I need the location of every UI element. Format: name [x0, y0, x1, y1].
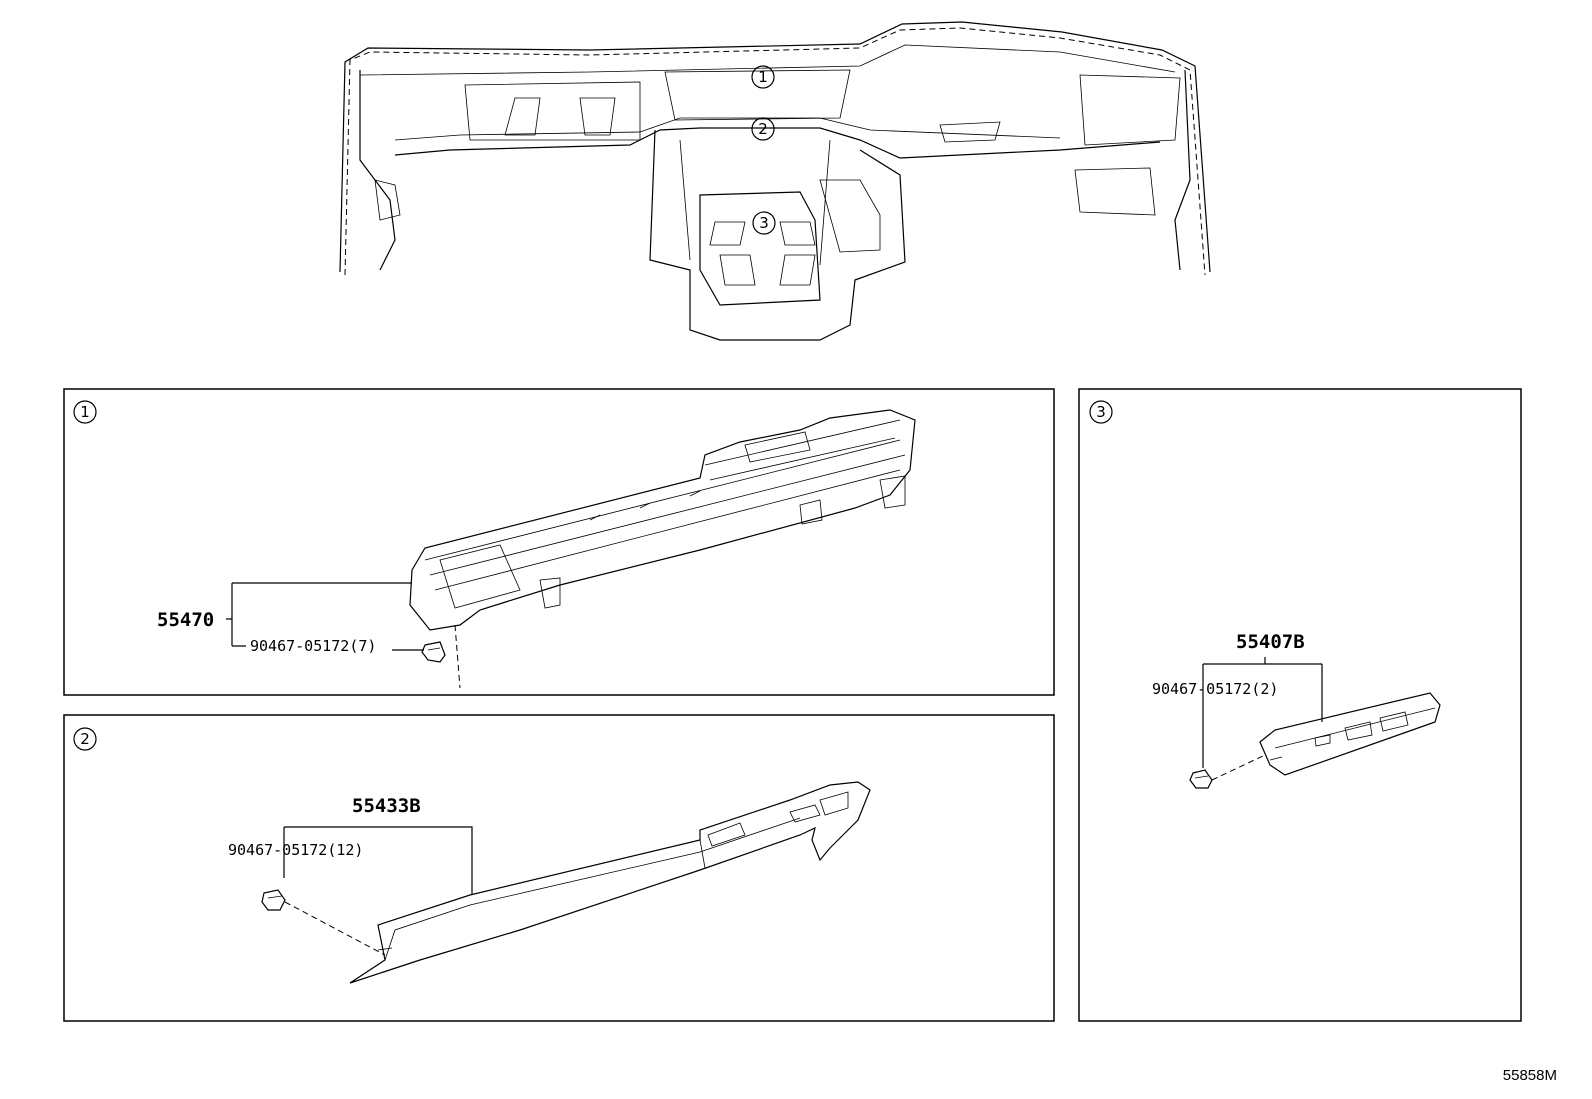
clip-90467-05172-panel-3[interactable]	[1189, 769, 1213, 789]
panel-1-bracket	[226, 582, 412, 647]
panel-2-callout-label: 2	[80, 730, 90, 748]
overview-callout-3[interactable]: 3	[752, 211, 776, 235]
panel-3-frame	[1078, 388, 1522, 1022]
panel-3-bracket	[1202, 657, 1323, 768]
panel-2-callout: 2	[73, 727, 97, 751]
part-number-55433b: 55433B	[352, 795, 421, 817]
clip-label-panel-3: 90467-05172(2)	[1152, 680, 1278, 698]
part-55407b-drawing[interactable]	[1259, 692, 1441, 776]
part-number-55470: 55470	[157, 609, 214, 631]
clip-90467-05172-panel-1[interactable]	[421, 641, 446, 663]
panel-2-leader-dash	[284, 901, 386, 956]
clip-label-panel-2: 90467-05172(12)	[228, 841, 363, 859]
panel-3-leader-dash	[1211, 754, 1266, 781]
panel-1-callout: 1	[73, 400, 97, 424]
part-55433b-drawing[interactable]	[349, 781, 871, 984]
panel-2-bracket	[283, 826, 473, 895]
panel-3-callout: 3	[1089, 400, 1113, 424]
part-number-55407b: 55407B	[1236, 631, 1305, 653]
panel-1: 1 55470 90467-05172(7)	[63, 388, 1055, 696]
clip-90467-05172-panel-2[interactable]	[261, 889, 286, 911]
panel-1-frame	[63, 388, 1055, 696]
figure-code: 55858M	[1503, 1067, 1557, 1084]
overview-callout-1[interactable]: 1	[751, 65, 775, 89]
overview-callout-3-label: 3	[759, 214, 769, 232]
dashboard-overview	[339, 21, 1211, 341]
panel-2: 2 55433B 90467-05172(12)	[63, 714, 1055, 1022]
panel-1-leader-dash	[454, 624, 461, 689]
panel-2-frame	[63, 714, 1055, 1022]
overview-callout-2[interactable]: 2	[751, 117, 775, 141]
clip-label-panel-1: 90467-05172(7)	[250, 637, 376, 655]
overview-callout-1-label: 1	[758, 68, 768, 86]
panel-3-callout-label: 3	[1096, 403, 1106, 421]
panel-1-callout-label: 1	[80, 403, 90, 421]
panel-3: 3 55407B 90467-05172(2)	[1078, 388, 1522, 1022]
part-55470-drawing[interactable]	[409, 409, 916, 631]
overview-callout-2-label: 2	[758, 120, 768, 138]
